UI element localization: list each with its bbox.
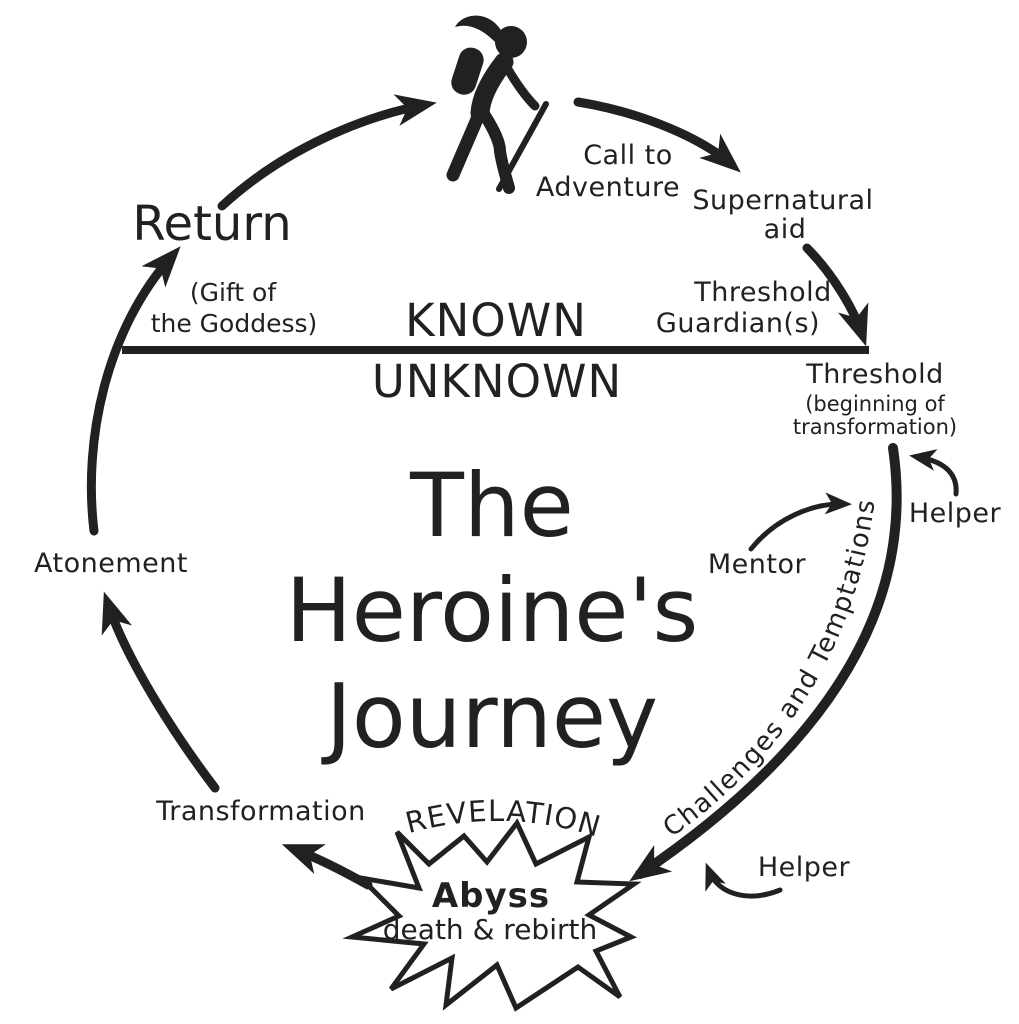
hiker-backpack <box>451 47 484 95</box>
label-threshold-guardians-line1: Threshold <box>693 277 832 308</box>
label-gift-of-goddess-line1: (Gift of <box>190 278 277 307</box>
label-helper-upper: Helper <box>909 498 1002 529</box>
label-supernatural-aid-line1: Supernatural <box>692 185 873 216</box>
label-gift-of-goddess-line2: the Goddess) <box>151 309 318 338</box>
label-atonement: Atonement <box>34 548 188 579</box>
arrow-return-to-start <box>217 94 437 211</box>
label-threshold-note-line2: transformation) <box>793 415 957 439</box>
arrow-atonement-to-return <box>86 246 181 536</box>
abyss-starburst <box>342 818 642 1012</box>
label-helper-lower: Helper <box>758 852 851 883</box>
label-call-to-adventure-line1: Call to <box>583 140 673 171</box>
label-call-to-adventure-line2: Adventure <box>536 172 680 203</box>
label-abyss-subtitle: death & rebirth <box>383 913 597 946</box>
hiker-head <box>495 26 527 58</box>
label-threshold: Threshold <box>805 359 944 390</box>
arrow-transformation-to-atonement <box>101 591 220 793</box>
hiker-icon <box>446 15 549 194</box>
label-return: Return <box>132 196 291 252</box>
arrow-abyss-to-transformation <box>281 844 373 890</box>
label-known-world: KNOWN <box>405 294 587 347</box>
arrow-mentor-pointer <box>748 492 852 552</box>
label-unknown-world: UNKNOWN <box>372 355 622 408</box>
arrow-call-to-adventure <box>573 97 741 173</box>
label-transformation: Transformation <box>155 796 366 827</box>
title-line-2: Heroine's <box>286 559 699 662</box>
hiker-torso <box>470 52 514 123</box>
hiker-ponytail <box>455 15 502 45</box>
arrow-helper-upper-pointer <box>909 449 959 497</box>
label-threshold-guardians-line2: Guardian(s) <box>656 308 820 339</box>
title-line-1: The <box>409 454 574 557</box>
hiker-arm <box>501 61 540 111</box>
arrow-supernatural-aid-to-threshold <box>802 243 869 347</box>
center-title: The Heroine's Journey <box>286 454 699 768</box>
hiker-walking-stick <box>496 101 549 192</box>
arrow-helper-lower-pointer <box>705 862 783 899</box>
hiker-front-leg <box>446 105 487 182</box>
title-line-3: Journey <box>321 665 658 768</box>
label-threshold-note-line1: (beginning of <box>805 392 945 416</box>
label-revelation: REVELATION <box>402 794 605 844</box>
label-supernatural-aid-line2: aid <box>764 214 807 245</box>
label-abyss: Abyss <box>432 876 550 916</box>
arrow-challenges-arc <box>629 443 902 882</box>
label-mentor: Mentor <box>708 549 807 580</box>
